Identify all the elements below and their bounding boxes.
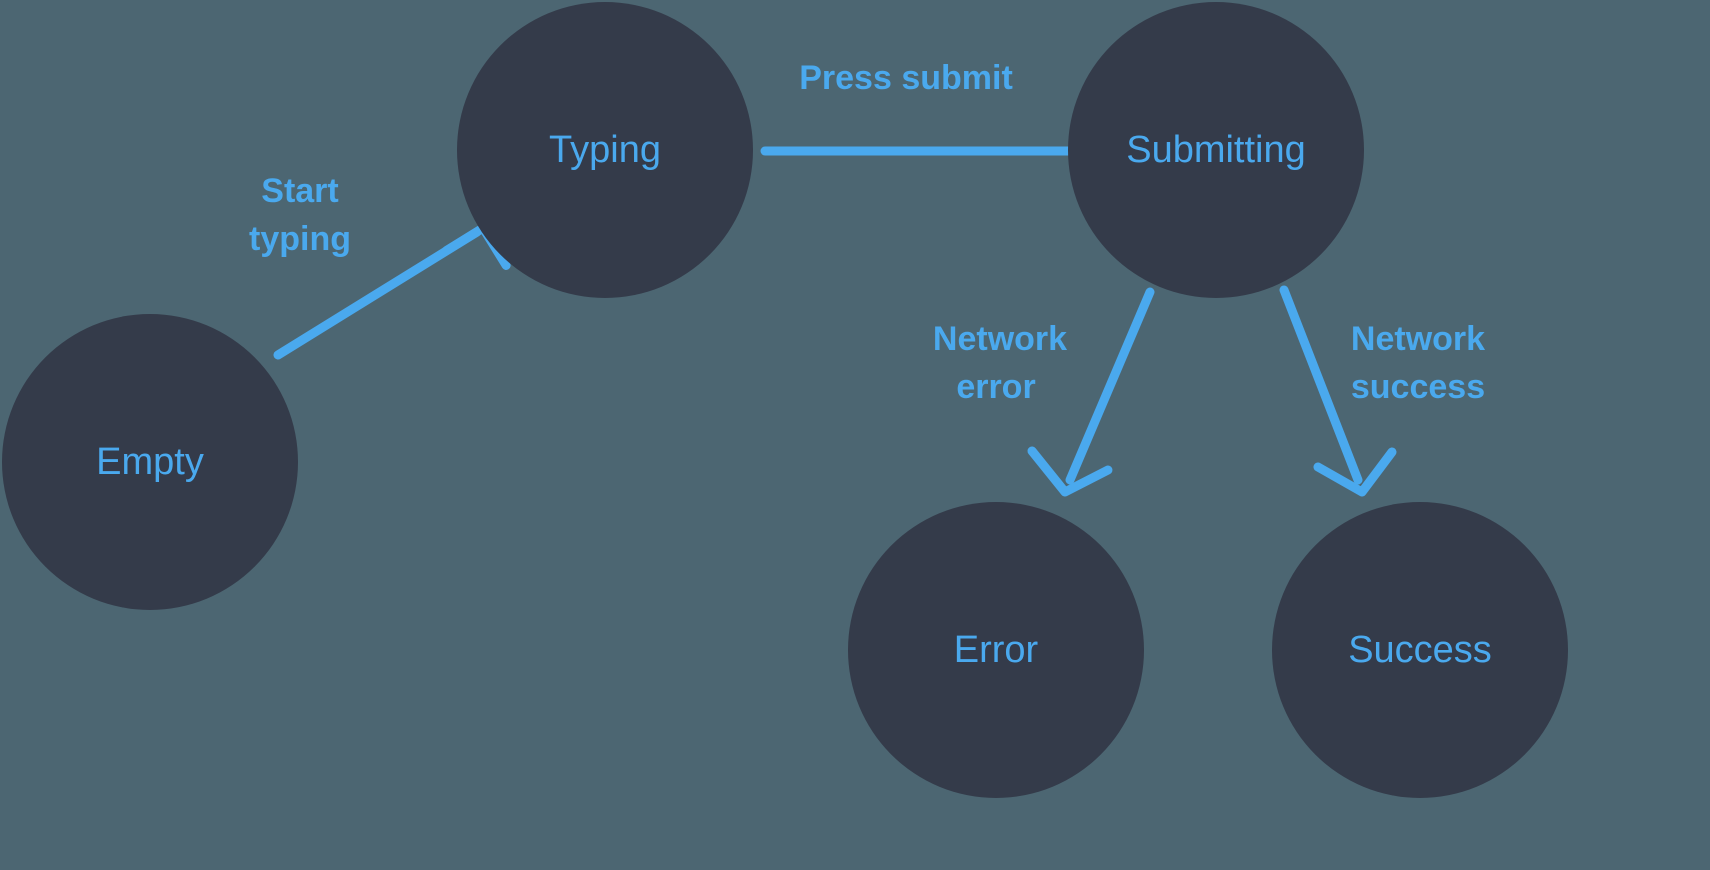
state-circle-success[interactable] <box>1272 502 1568 798</box>
state-circle-typing[interactable] <box>457 2 753 298</box>
state-circle-submitting[interactable] <box>1068 2 1364 298</box>
transition-label-press-submit: Press submit <box>799 59 1013 97</box>
state-label-typing: Typing <box>549 129 661 171</box>
transition-label-network-success-line2: success <box>1351 368 1485 406</box>
transition-label-press-submit-line1: Press submit <box>799 59 1013 97</box>
transition-label-network-success: Network success <box>1351 320 1485 406</box>
state-node-typing[interactable]: Typing <box>457 2 753 298</box>
transition-network-error <box>1027 287 1155 497</box>
state-node-empty[interactable]: Empty <box>2 314 298 610</box>
state-label-error: Error <box>954 629 1039 671</box>
state-circle-error[interactable] <box>848 502 1144 798</box>
transition-label-network-error-line1: Network <box>933 320 1067 358</box>
state-node-success[interactable]: Success <box>1272 502 1568 798</box>
transition-label-network-success-line1: Network <box>1351 320 1485 358</box>
state-label-success: Success <box>1348 629 1492 671</box>
transition-network-success-line <box>1279 285 1363 485</box>
state-node-submitting[interactable]: Submitting <box>1068 2 1364 298</box>
state-node-error[interactable]: Error <box>848 502 1144 798</box>
transition-label-network-error-line2: error <box>956 368 1035 406</box>
transition-network-error-arrowhead <box>1027 446 1113 497</box>
transition-label-start-typing-line2: typing <box>249 220 351 258</box>
transition-label-start-typing-line1: Start <box>261 172 338 210</box>
transition-network-success-arrowhead <box>1313 447 1397 497</box>
transition-network-success <box>1279 285 1397 497</box>
transition-network-error-line <box>1065 287 1155 485</box>
state-circle-empty[interactable] <box>2 314 298 610</box>
state-label-empty: Empty <box>96 441 204 483</box>
transition-label-network-error: Network error <box>933 320 1067 406</box>
transition-label-start-typing: Start typing <box>249 172 351 258</box>
state-label-submitting: Submitting <box>1126 129 1306 171</box>
